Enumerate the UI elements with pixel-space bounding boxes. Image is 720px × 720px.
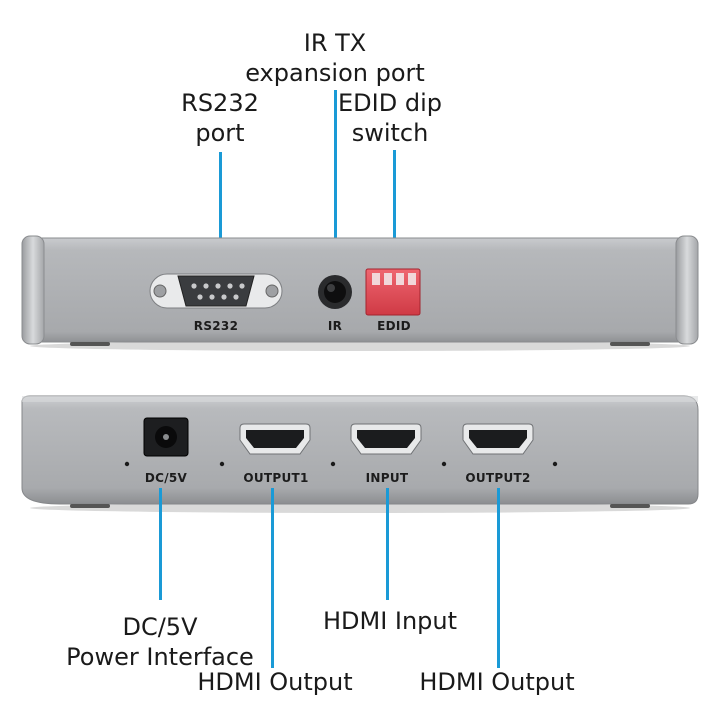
callout-edid-line2: switch [351,119,429,147]
rear-panel-left-endcap [21,235,45,345]
indicator-dot [219,461,225,467]
callout-ir-tx: IR TX expansion port [230,28,440,88]
leader-line-dc5v [159,488,162,600]
front-label-output1: OUTPUT1 [243,471,309,485]
callout-dc5v-line1: DC/5V [122,613,198,641]
rear-label-ir: IR [327,319,343,333]
callout-rs232-line2: port [195,119,245,147]
edid-dip-switch-icon [365,268,421,316]
leader-line-rs232 [219,152,222,272]
callout-ir-tx-line1: IR TX [303,29,367,57]
indicator-dot [552,461,558,467]
hdmi-input-port-icon [350,423,422,455]
callout-ir-tx-line2: expansion port [245,59,425,87]
front-panel [21,395,699,513]
indicator-dot [330,461,336,467]
leader-line-edid [393,150,396,272]
rear-panel [21,235,699,351]
callout-hdmi-output-1: HDMI Output [197,668,353,696]
leader-line-output1 [271,488,274,668]
ir-jack-icon [318,275,352,309]
callout-hdmi-output-2: HDMI Output [419,668,575,696]
indicator-dot [124,461,130,467]
indicator-dot [441,461,447,467]
rear-label-rs232: RS232 [193,319,239,333]
callout-edid-line1: EDID dip [338,89,442,117]
leader-line-output2 [497,488,500,668]
callout-dc5v-power: DC/5V Power Interface [60,612,260,672]
dc-power-jack-icon [143,417,189,457]
leader-line-ir [334,90,337,272]
callout-hdmi-input: HDMI Input [322,607,458,635]
hdmi-output2-port-icon [462,423,534,455]
callout-dc5v-line2: Power Interface [66,643,254,671]
front-label-dc5v: DC/5V [144,471,188,485]
callout-rs232-port: RS232 port [160,88,280,148]
callout-rs232-line1: RS232 [181,89,259,117]
rear-label-edid: EDID [377,319,411,333]
rear-panel-right-endcap [675,235,699,345]
front-label-output2: OUTPUT2 [465,471,531,485]
callout-edid-dip-switch: EDID dip switch [330,88,450,148]
leader-line-input [386,488,389,600]
front-label-input: INPUT [365,471,409,485]
rs232-connector-icon [149,273,283,309]
hdmi-output1-port-icon [239,423,311,455]
